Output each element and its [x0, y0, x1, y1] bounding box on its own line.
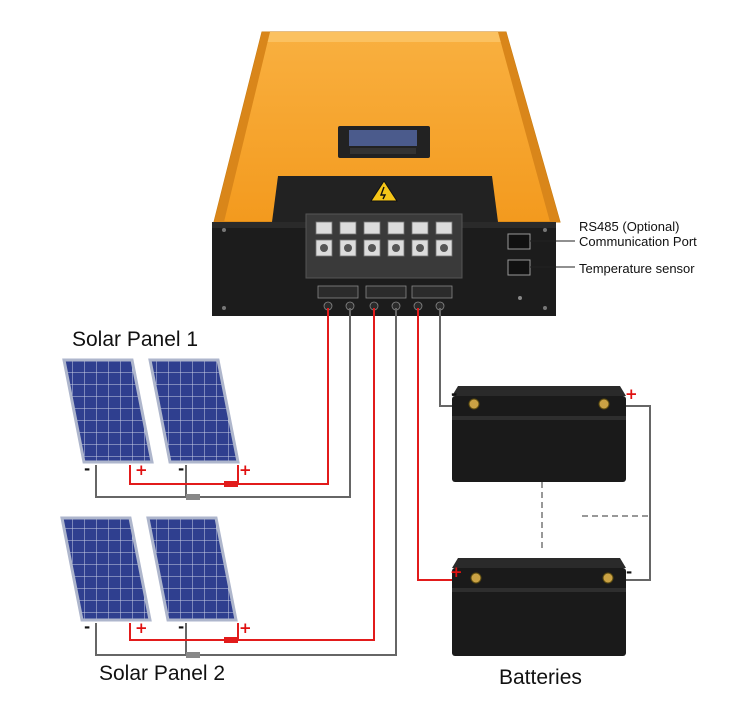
solar-2-positive-connector	[224, 637, 238, 643]
solar-1-negative-wire	[95, 308, 351, 498]
solar-1a-positive-sign: +	[135, 461, 148, 479]
rs485-label-line1: RS485 (Optional)	[579, 219, 680, 234]
terminal-block	[305, 213, 463, 279]
battery-series-link	[604, 405, 651, 581]
batteries-label: Batteries	[499, 666, 582, 689]
solar-2b-positive-sign: +	[239, 619, 252, 637]
battery-2-negative-sign: -	[626, 563, 633, 581]
battery-2	[452, 558, 626, 656]
solar-controller	[212, 31, 561, 316]
solar-panel-1-label: Solar Panel 1	[72, 328, 199, 351]
solar-1b-positive-sign: +	[239, 461, 252, 479]
temperature-sensor-port	[507, 259, 531, 276]
solar-2-negative-connector	[186, 652, 200, 658]
solar-1-negative-connector	[186, 494, 200, 500]
battery-1-positive-sign: +	[625, 385, 638, 403]
solar-panel-1a	[62, 358, 154, 464]
solar-2-wiring	[95, 308, 397, 656]
housing-highlight	[262, 32, 506, 42]
solar-2a-negative-sign: -	[84, 618, 91, 636]
solar-1-positive-connector	[224, 481, 238, 487]
housing-right-edge	[498, 32, 560, 222]
solar-2b-negative-sign: -	[178, 618, 185, 636]
rs485-label-line2: Communication Port	[579, 234, 697, 249]
warning-triangle-icon	[370, 180, 398, 202]
solar-panel-2b	[146, 516, 238, 622]
solar-1b-negative-sign: -	[178, 460, 185, 478]
solar-panel-2a	[60, 516, 152, 622]
solar-2-positive-wire	[129, 308, 375, 641]
input-terminals	[317, 285, 453, 311]
battery-2-positive-sign: +	[450, 563, 463, 581]
solar-2a-positive-sign: +	[135, 619, 148, 637]
solar-panel-1b	[148, 358, 240, 464]
solar-2-negative-wire	[95, 308, 397, 656]
solar-panel-2-label: Solar Panel 2	[99, 662, 226, 685]
rs485-port	[507, 233, 531, 250]
temperature-sensor-label: Temperature sensor	[579, 261, 695, 276]
battery-1-negative-sign: -	[451, 385, 458, 403]
lcd-display-icon	[338, 126, 430, 158]
battery-1	[452, 386, 626, 482]
housing-left-edge	[214, 32, 270, 222]
solar-1a-negative-sign: -	[84, 460, 91, 478]
